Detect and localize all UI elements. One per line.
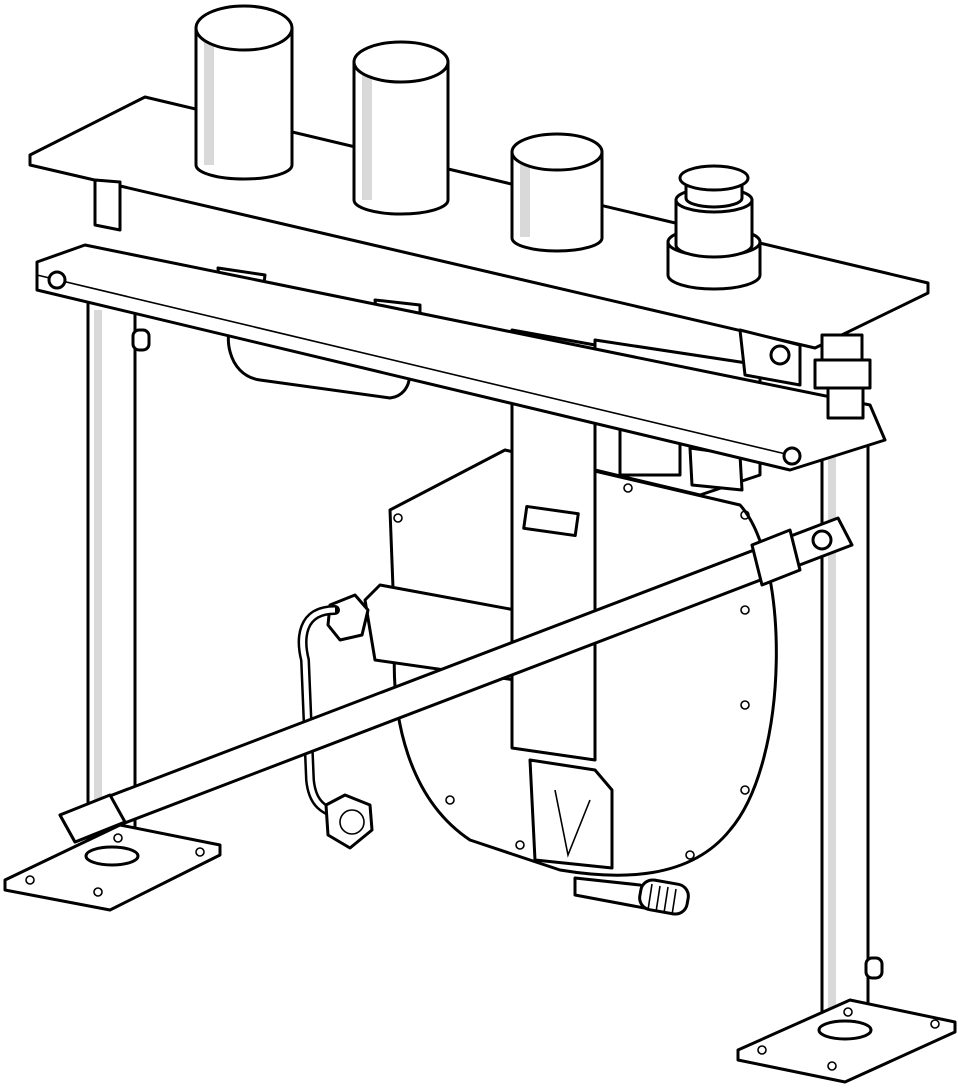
left-foot-plate [3, 823, 222, 912]
front-rail [35, 243, 887, 472]
left-leg [86, 298, 151, 862]
valve-cylinder-3 [510, 132, 604, 253]
right-foot-plate [736, 998, 957, 1084]
right-fitting [813, 333, 872, 420]
plate-support-box [93, 178, 802, 387]
valve-cylinder-2 [352, 40, 450, 216]
valve-cylinder-1 [194, 4, 294, 181]
push-button-knob [666, 164, 762, 291]
diagonal-brace [58, 516, 854, 844]
connection-hose [297, 605, 374, 850]
threaded-outlet [573, 876, 690, 916]
